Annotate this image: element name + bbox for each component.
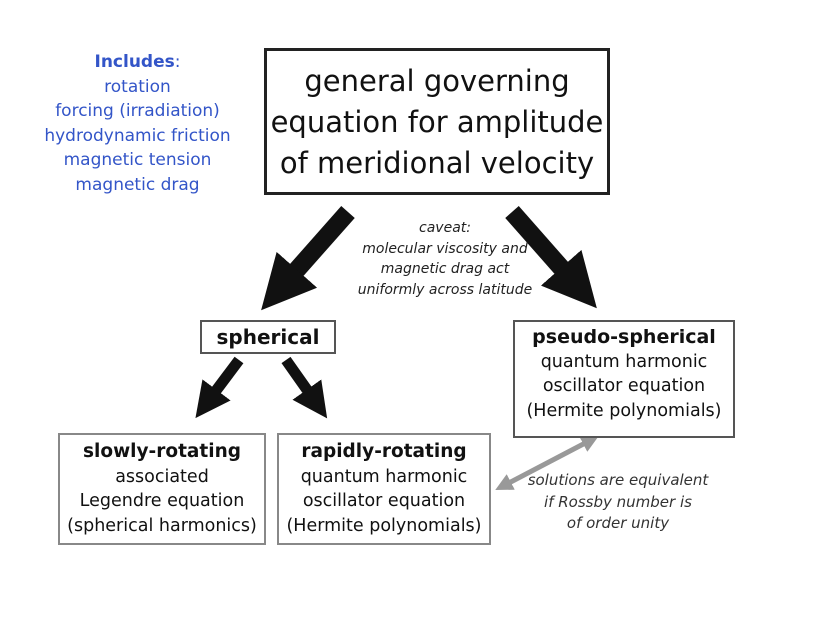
caveat-line: uniformly across latitude: [357, 281, 533, 298]
equivalence-note: solutions are equivalent if Rossby numbe…: [518, 470, 718, 535]
rapidly-rotating-line: oscillator equation: [302, 491, 466, 511]
arrow-equivalence: [495, 435, 599, 491]
arrow-spherical-to-rapidly-rotating: [281, 356, 328, 419]
pseudo-spherical-line: (Hermite polynomials): [526, 400, 722, 421]
rapidly-rotating-box: rapidly-rotating quantum harmonic oscill…: [277, 433, 491, 545]
equivalence-line: of order unity: [566, 514, 670, 532]
includes-item: rotation: [104, 76, 171, 97]
pseudo-spherical-title: pseudo-spherical: [532, 326, 716, 348]
includes-item: magnetic tension: [63, 150, 212, 170]
slowly-rotating-line: associated: [115, 466, 209, 487]
caveat-line: caveat:: [419, 220, 471, 236]
arrow-spherical-to-slowly-rotating: [195, 356, 244, 419]
equivalence-line: solutions are equivalent: [527, 471, 709, 489]
equivalence-line: if Rossby number is: [544, 492, 692, 511]
governing-equation-line: of meridional velocity: [279, 146, 595, 180]
governing-equation-box: general governing equation for amplitude…: [264, 48, 610, 195]
slowly-rotating-title: slowly-rotating: [83, 441, 241, 462]
spherical-box: spherical: [200, 320, 336, 354]
includes-list: Includes: rotation forcing (irradiation)…: [20, 50, 255, 197]
includes-item: magnetic drag: [75, 174, 200, 195]
includes-heading-line: Includes:: [20, 50, 255, 75]
caveat-line: magnetic drag act: [380, 261, 510, 277]
governing-equation-line: general governing: [304, 64, 570, 98]
arrow-main-to-spherical: [261, 206, 355, 311]
pseudo-spherical-line: oscillator equation: [542, 376, 706, 396]
rapidly-rotating-line: (Hermite polynomials): [286, 515, 482, 536]
includes-item: hydrodynamic friction: [44, 125, 231, 146]
includes-colon: :: [174, 52, 181, 72]
slowly-rotating-line: (spherical harmonics): [67, 515, 257, 536]
caveat-line: molecular viscosity and: [362, 240, 528, 257]
includes-item: forcing (irradiation): [55, 101, 220, 121]
caveat-note: caveat: molecular viscosity and magnetic…: [340, 218, 550, 300]
governing-equation-line: equation for amplitude: [270, 105, 604, 139]
pseudo-spherical-box: pseudo-spherical quantum harmonic oscill…: [513, 320, 735, 438]
rapidly-rotating-line: quantum harmonic: [300, 466, 468, 487]
pseudo-spherical-line: quantum harmonic: [540, 351, 708, 372]
rapidly-rotating-title: rapidly-rotating: [301, 441, 467, 462]
slowly-rotating-line: Legendre equation: [79, 491, 245, 511]
arrow-main-to-pseudo-spherical: [505, 206, 597, 309]
includes-heading: Includes: [94, 52, 175, 72]
slowly-rotating-box: slowly-rotating associated Legendre equa…: [58, 433, 266, 545]
spherical-title: spherical: [216, 325, 320, 349]
